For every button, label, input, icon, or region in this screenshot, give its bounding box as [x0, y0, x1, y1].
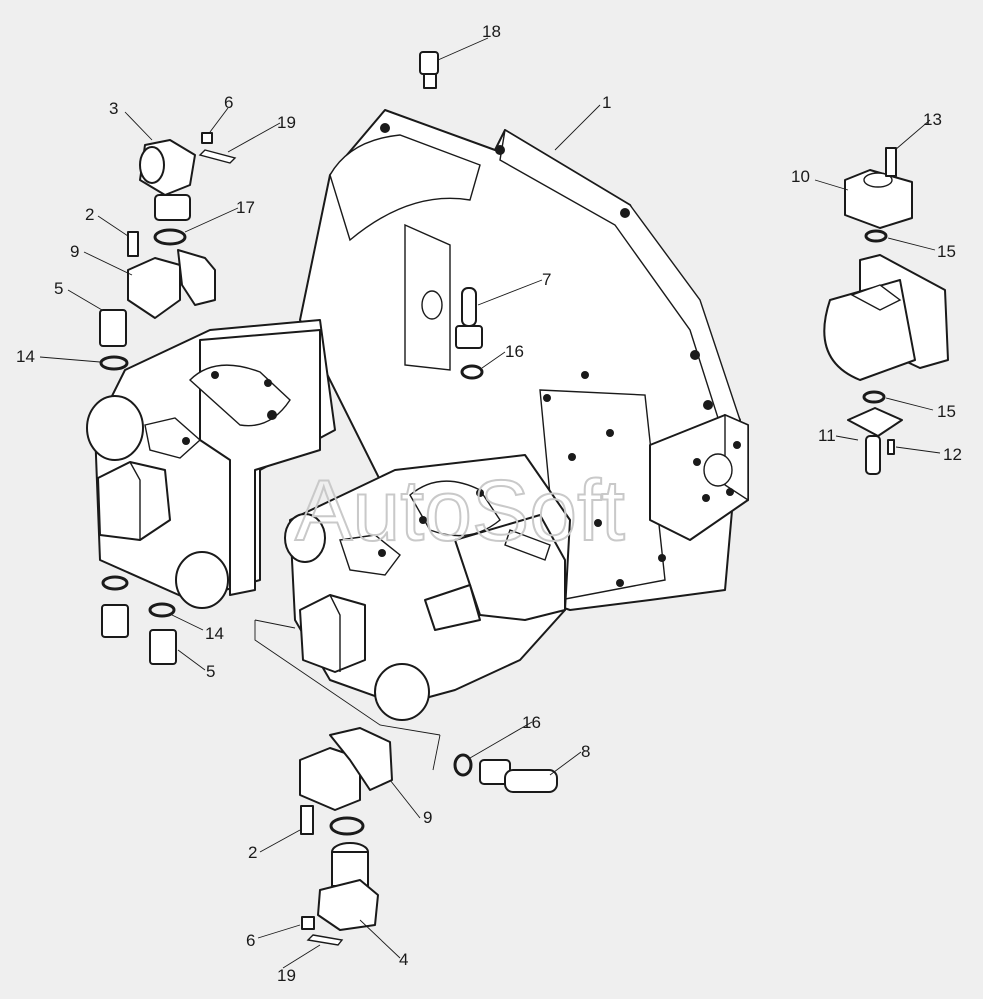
callout-2-bottom: 2 — [248, 843, 257, 862]
callout-7: 7 — [542, 270, 551, 289]
callout-13: 13 — [923, 110, 942, 129]
oring-16-top — [460, 364, 484, 380]
elbow-fitting-3 — [139, 139, 196, 221]
callout-11: 11 — [818, 426, 836, 445]
callout-19-top: 19 — [277, 113, 296, 132]
callout-15-bottom: 15 — [937, 402, 956, 421]
oring-14-mid — [101, 575, 129, 591]
cover-10 — [844, 169, 913, 229]
filter-housing — [823, 254, 949, 381]
callout-5-top: 5 — [54, 279, 63, 298]
callout-5-bottom: 5 — [206, 662, 215, 681]
callout-16-top: 16 — [505, 342, 524, 361]
oring-14-low — [148, 602, 176, 618]
oring-15-low — [862, 390, 886, 404]
callout-14-top: 14 — [16, 347, 35, 366]
elbow-fitting-4 — [317, 842, 379, 931]
callout-16-bottom: 16 — [522, 713, 541, 732]
callout-1: 1 — [602, 93, 611, 112]
adapter-5-mid — [101, 604, 129, 638]
callout-6-top: 6 — [224, 93, 233, 112]
flange-block — [649, 413, 749, 541]
callout-3: 3 — [109, 99, 118, 118]
adapter-5-top — [99, 309, 127, 347]
oring-17 — [153, 228, 187, 246]
callout-18: 18 — [482, 22, 501, 41]
callout-2-top: 2 — [85, 205, 94, 224]
oring-14-top — [99, 355, 129, 371]
callout-4: 4 — [399, 950, 408, 969]
bolt-2-bottom — [300, 805, 314, 835]
sensor-18 — [419, 51, 439, 89]
callout-9-bottom: 9 — [423, 808, 432, 827]
callout-17: 17 — [236, 198, 255, 217]
nipple-7 — [455, 287, 483, 349]
right-pump — [284, 454, 571, 721]
split-flange-9-top — [127, 249, 216, 319]
adapter-5-low — [149, 629, 177, 665]
hose-fitting-8 — [479, 759, 558, 793]
fitting-11 — [847, 407, 903, 475]
callout-9-top: 9 — [70, 242, 79, 261]
bolt-6-top — [201, 132, 213, 144]
oring-bottom — [329, 816, 365, 836]
callout-8: 8 — [581, 742, 590, 761]
washer-19-top — [198, 149, 237, 164]
oring-15-top — [864, 229, 888, 243]
oring-16-bottom — [453, 753, 473, 777]
bolt-13 — [885, 147, 897, 177]
washer-19-bottom — [306, 934, 344, 946]
bolt-6-bottom — [301, 916, 315, 930]
callout-15-top: 15 — [937, 242, 956, 261]
watermark-text: AutoSoft — [295, 463, 625, 559]
callout-6-bottom: 6 — [246, 931, 255, 950]
split-flange-9-bottom — [299, 727, 393, 811]
screw-12 — [887, 439, 895, 455]
callout-labels: 1 2 2 3 4 5 5 6 6 7 8 9 9 10 11 12 13 14… — [16, 22, 962, 985]
callout-14-bottom: 14 — [205, 624, 224, 643]
callout-10: 10 — [791, 167, 810, 186]
callout-19-bottom: 19 — [277, 966, 296, 985]
callout-12: 12 — [943, 445, 962, 464]
bolt-2-top — [127, 231, 139, 257]
leader-lines — [39, 37, 941, 969]
left-pump — [86, 319, 336, 609]
